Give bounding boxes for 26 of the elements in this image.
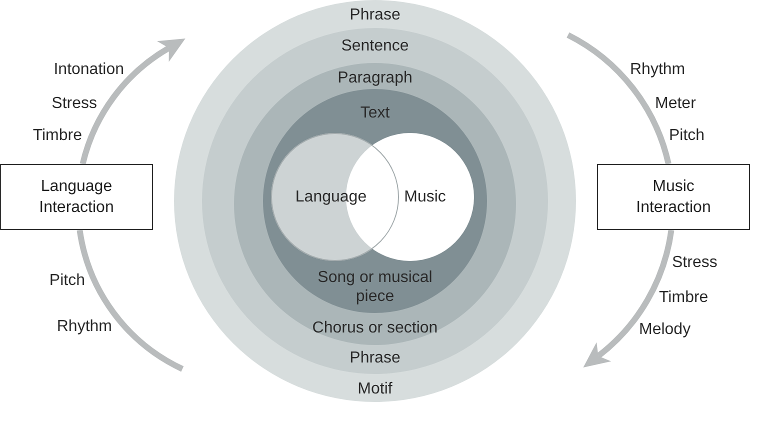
process-box: Language Interaction	[0, 164, 153, 230]
annotation-label: Melody	[639, 320, 691, 340]
annotation-label: Timbre	[659, 288, 708, 308]
process-box: Music Interaction	[597, 164, 750, 230]
annotation-label: Timbre	[32, 126, 82, 146]
annotation-label: Meter	[655, 94, 696, 114]
annotation-label: Rhythm	[630, 60, 686, 80]
curved-arrow	[80, 38, 185, 165]
ring-label: Paragraph	[338, 68, 412, 88]
annotation-label: Stress	[672, 253, 718, 273]
circle-label: Music	[404, 188, 446, 206]
annotation-label: Intonation	[54, 60, 124, 80]
curved-arrow	[584, 229, 674, 368]
ring-label: Phrase	[350, 348, 400, 368]
ring-label: Song or musical piece	[316, 268, 434, 306]
ring-label: Text	[360, 104, 390, 122]
ring-label: Chorus or section	[312, 318, 438, 338]
annotation-label: Rhythm	[56, 317, 112, 337]
ring-label: Motif	[358, 380, 392, 398]
circle-label: Language	[295, 188, 367, 206]
curved-line	[566, 32, 672, 165]
ring-label: Sentence	[341, 36, 409, 56]
ring-label: Phrase	[350, 6, 400, 24]
annotation-label: Pitch	[669, 126, 705, 146]
annotation-label: Stress	[52, 94, 97, 114]
annotation-label: Pitch	[49, 271, 85, 291]
